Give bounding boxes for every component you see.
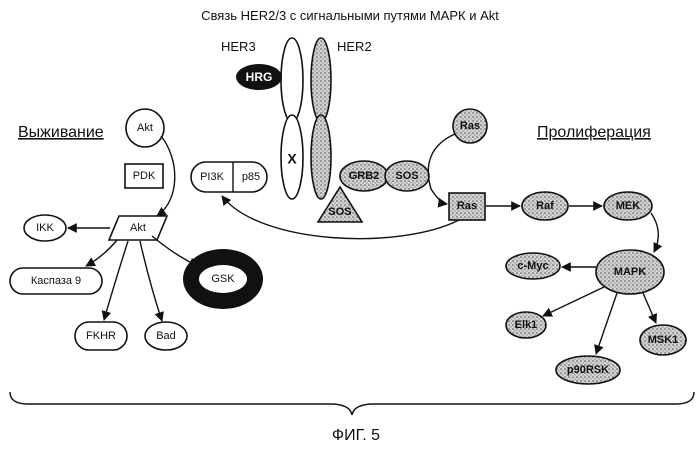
dimer-mark: X	[287, 151, 297, 167]
ras-top-label: Ras	[460, 120, 480, 132]
pdk-label: PDK	[133, 170, 156, 182]
proliferation-heading: Пролиферация	[537, 124, 651, 141]
arrow-akt-bad	[140, 241, 162, 321]
her2-intracellular-domain	[311, 115, 331, 199]
arrow-mapk-p90rsk	[596, 293, 617, 354]
survival-heading: Выживание	[18, 124, 104, 141]
grb2-label: GRB2	[349, 170, 380, 182]
ras-label: Ras	[457, 200, 477, 212]
mek-label: MEK	[616, 200, 641, 212]
her2-label: HER2	[337, 39, 372, 54]
raf-label: Raf	[536, 200, 554, 212]
akt-label: Akt	[130, 222, 146, 234]
her3-label: HER3	[221, 39, 256, 54]
bottom-brace	[10, 392, 694, 415]
her2-receptor	[311, 38, 331, 199]
bad-label: Bad	[156, 330, 176, 342]
arrow-mapk-elk1	[543, 287, 604, 316]
her3-receptor	[281, 38, 303, 199]
p85-label: p85	[242, 171, 260, 183]
ikk-label: IKK	[36, 222, 54, 234]
p90rsk-label: p90RSK	[567, 364, 609, 376]
caspase9-label: Каспаза 9	[31, 275, 81, 287]
mapk-label: MAPK	[614, 266, 646, 278]
akt-top-label: Akt	[137, 122, 153, 134]
arrow-mapk-msk1	[643, 293, 656, 323]
arrow-akt-fkhr	[104, 241, 128, 320]
fkhr-label: FKHR	[86, 330, 116, 342]
pi3k-label: PI3K	[200, 171, 225, 183]
diagram-title: Связь HER2/3 с сигнальными путями МАРК и…	[201, 8, 499, 23]
arrow-akt-caspase9	[86, 240, 117, 266]
hrg-label: HRG	[246, 70, 273, 84]
arrow-mek-mapk	[651, 213, 658, 252]
msk1-label: MSK1	[648, 334, 679, 346]
sos-label: SOS	[395, 170, 418, 182]
figure-caption: ФИГ. 5	[332, 427, 380, 444]
her3-extracellular-domain	[281, 38, 303, 122]
gsk-label: GSK	[211, 273, 235, 285]
her2-extracellular-domain	[311, 38, 331, 122]
sos-triangle-label: SOS	[328, 206, 351, 218]
cmyc-label: c-Myc	[517, 260, 548, 272]
elk1-label: Elk1	[515, 319, 538, 331]
